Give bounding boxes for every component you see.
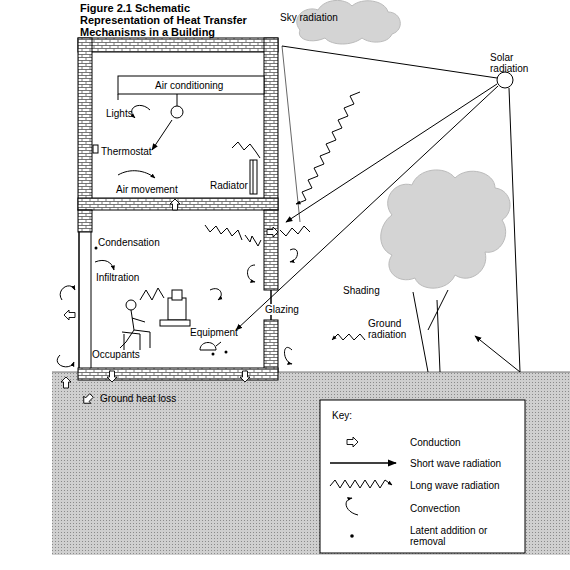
- callout-label: Condensation: [98, 237, 160, 248]
- legend-heading: Key:: [332, 410, 352, 421]
- callout-label: Shading: [343, 285, 380, 296]
- callout-label: Equipment: [190, 327, 238, 338]
- callout-label: Occupants: [92, 349, 140, 360]
- callout-label: Air conditioning: [155, 80, 223, 91]
- legend-text: Short wave radiation: [410, 458, 510, 469]
- callout-label: Glazing: [264, 304, 300, 315]
- callout-label: Air movement: [116, 184, 178, 195]
- callout-label: Infiltration: [96, 272, 139, 283]
- legend-text: Conduction: [410, 437, 510, 448]
- legend-text: Long wave radiation: [410, 480, 510, 491]
- legend-text: Convection: [410, 503, 510, 514]
- callout-label: Thermostat: [101, 146, 152, 157]
- callout-label: Radiator: [210, 180, 248, 191]
- callout-label: Ground radiation: [368, 318, 418, 340]
- callout-label: Solar radiation: [490, 52, 538, 74]
- figure-title: Figure 2.1 Schematic Representation of H…: [80, 2, 270, 38]
- callout-label: Lights: [106, 108, 133, 119]
- callout-label: Sky radiation: [280, 12, 338, 23]
- legend-text: Latent addition or removal: [410, 525, 510, 547]
- callout-label: Ground heat loss: [100, 393, 176, 404]
